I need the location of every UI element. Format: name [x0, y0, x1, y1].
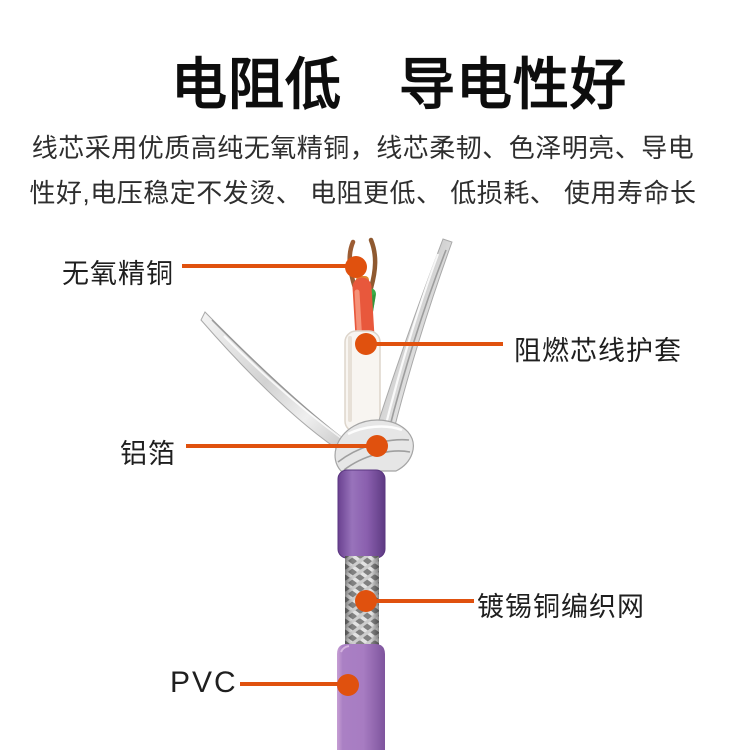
bare-copper-tip-right	[368, 237, 378, 291]
callout-label-pvc: PVC	[170, 666, 238, 699]
jacket-ring	[338, 470, 385, 558]
description-text: 线芯采用优质高纯无氧精铜，线芯柔韧、色泽明亮、导电 性好,电压稳定不发烫、 电阻…	[0, 126, 738, 216]
description-line-1: 线芯采用优质高纯无氧精铜，线芯柔韧、色泽明亮、导电	[31, 133, 695, 163]
callout-label-braid: 镀锡铜编织网	[477, 592, 645, 622]
foil-wing-left-highlight	[223, 335, 345, 441]
leader-dot-foil	[366, 435, 388, 457]
foil-wing-right-highlight	[382, 253, 440, 433]
page-title: 电阻低 导电性好	[171, 53, 627, 116]
description-line-2: 性好,电压稳定不发烫、 电阻更低、 低损耗、 使用寿命长	[29, 178, 697, 208]
leader-dot-core-sheath	[355, 333, 377, 355]
foil-wing-left-streak	[211, 319, 351, 445]
pvc-jacket-highlight	[340, 645, 350, 653]
leader-dot-braid	[355, 590, 377, 612]
pvc-jacket	[337, 644, 385, 750]
callout-label-core-sheath: 阻燃芯线护套	[514, 336, 682, 366]
cable-illustration	[200, 237, 453, 750]
callout-leaders	[182, 256, 503, 696]
callout-label-foil: 铝箔	[120, 439, 176, 469]
leader-dot-pvc	[337, 674, 359, 696]
leader-dot-copper	[345, 256, 367, 278]
foil-wrap-highlight	[347, 425, 403, 436]
callout-label-copper: 无氧精铜	[62, 259, 174, 289]
